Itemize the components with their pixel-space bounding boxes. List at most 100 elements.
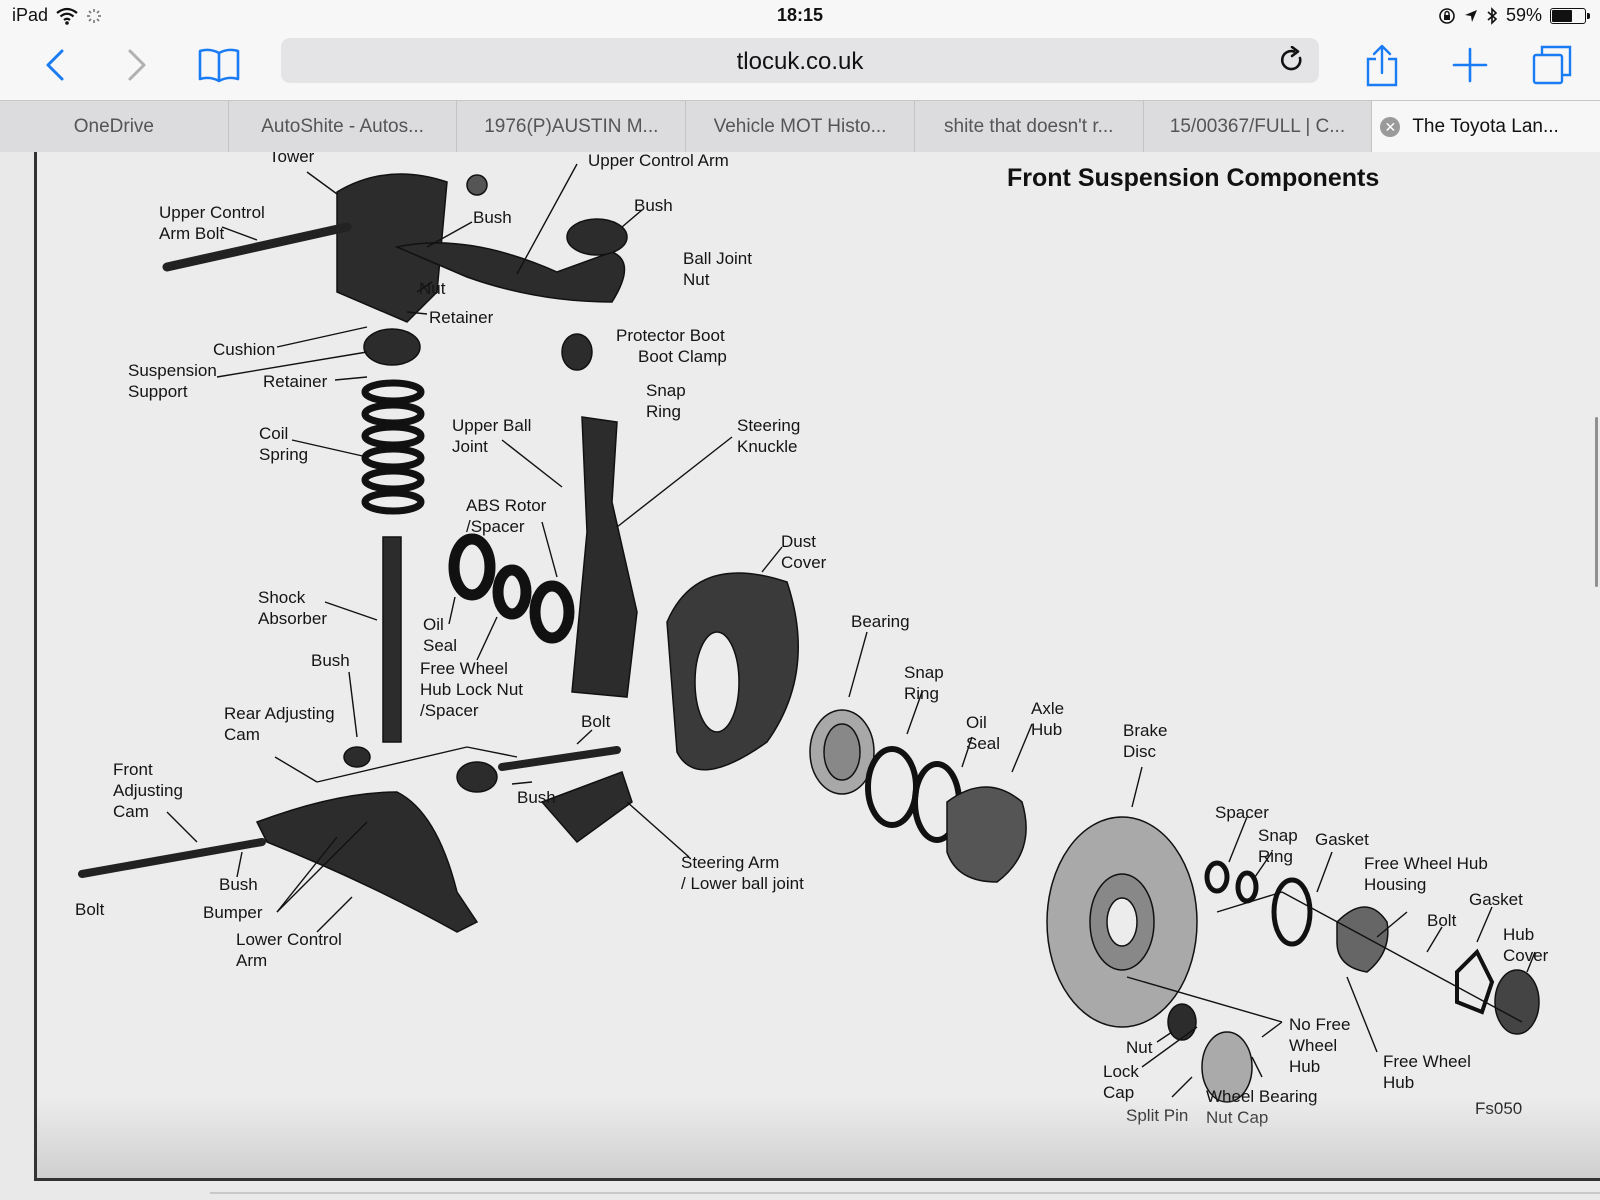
- label-snap-ring: Snap Ring: [646, 381, 686, 421]
- label-spacer: Spacer: [1215, 803, 1269, 822]
- label-wheel-bearing-nut-cap: Wheel Bearing Nut Cap: [1206, 1087, 1318, 1127]
- browser-toolbar: tlocuk.co.uk: [0, 32, 1600, 100]
- reload-button[interactable]: [1279, 45, 1305, 79]
- label-oil-seal: Oil Seal: [966, 713, 1001, 753]
- tab-austin[interactable]: 1976(P)AUSTIN M...: [457, 101, 687, 152]
- label-bearing: Bearing: [851, 612, 910, 631]
- label-nut: Nut: [419, 279, 446, 298]
- status-bar: iPad 18:15 59%: [0, 0, 1600, 32]
- tabs-icon: [1532, 45, 1572, 85]
- label-protector-boot: Protector Boot: [616, 326, 725, 345]
- front-adjusting-cam-bolt-part: [78, 838, 266, 878]
- label-bush: Bush: [634, 196, 673, 215]
- label-snap-ring: Snap Ring: [904, 663, 944, 703]
- diagram-title: Front Suspension Components: [1007, 164, 1380, 192]
- page-divider: [210, 1192, 1600, 1194]
- label-upper-control-arm-bolt: Upper Control Arm Bolt: [159, 203, 265, 243]
- label-dust-cover: Dust Cover: [781, 532, 827, 572]
- label-nut: Nut: [1126, 1038, 1153, 1057]
- label-bolt: Bolt: [1427, 911, 1457, 930]
- label-lower-control-arm: Lower Control Arm: [236, 930, 342, 970]
- gasket-part: [1455, 948, 1495, 1015]
- label-split-pin: Split Pin: [1126, 1106, 1189, 1125]
- share-button[interactable]: [1364, 40, 1400, 90]
- battery-percent: 59%: [1505, 5, 1542, 25]
- label-tower: Tower: [269, 152, 315, 166]
- label-front-adjusting-cam: Front Adjusting Cam: [113, 760, 183, 821]
- lower-control-arm-part: [255, 791, 479, 933]
- diagram-sheet: Front Suspension Components Tower Upper …: [34, 152, 1600, 1181]
- forward-icon: [128, 49, 146, 81]
- new-tab-icon: [1452, 47, 1488, 83]
- tower-part: [336, 173, 448, 323]
- bookmarks-button[interactable]: [196, 40, 242, 90]
- axle-hub-part: [946, 786, 1027, 883]
- tab-shite[interactable]: shite that doesn't r...: [915, 101, 1144, 152]
- page-content: Front Suspension Components Tower Upper …: [0, 152, 1600, 1200]
- label-shock-absorber: Shock Absorber: [258, 588, 327, 628]
- device-name: iPad: [12, 5, 49, 25]
- close-tab-icon[interactable]: ✕: [1380, 116, 1401, 137]
- label-axle-hub: Axle Hub: [1031, 699, 1065, 739]
- label-bolt: Bolt: [581, 712, 611, 731]
- label-bush: Bush: [517, 788, 556, 807]
- label-upper-ball-joint: Upper Ball Joint: [452, 416, 532, 456]
- forward-button[interactable]: [120, 40, 154, 90]
- steering-knuckle-part: [571, 416, 638, 698]
- back-button[interactable]: [38, 40, 72, 90]
- bluetooth-icon: [1487, 6, 1498, 25]
- suspension-support-part: [363, 328, 421, 366]
- label-hub-cover: Hub Cover: [1503, 925, 1549, 965]
- shock-absorber-part: [382, 536, 402, 743]
- label-ball-joint-nut: Ball Joint Nut: [683, 249, 752, 289]
- label-upper-control-arm: Upper Control Arm: [588, 152, 729, 170]
- label-suspension-support: Suspension Support: [128, 361, 217, 401]
- scrollbar-thumb[interactable]: [1595, 417, 1598, 587]
- diagram-code: Fs050: [1475, 1099, 1523, 1118]
- upper-control-arm-bolt-part: [162, 222, 352, 272]
- tab-label: The Toyota Lan...: [1412, 115, 1559, 137]
- tab-strip: OneDrive AutoShite - Autos... 1976(P)AUS…: [0, 100, 1600, 153]
- tab-autoshite[interactable]: AutoShite - Autos...: [229, 101, 458, 152]
- steering-arm-part: [540, 771, 633, 844]
- label-gasket: Gasket: [1469, 890, 1523, 909]
- label-coil-spring: Coil Spring: [259, 424, 309, 464]
- suspension-diagram-drawing: [78, 163, 1540, 1103]
- tab-planning[interactable]: 15/00367/FULL | C...: [1144, 101, 1373, 152]
- label-snap-ring: Snap Ring: [1258, 826, 1298, 866]
- tab-toyota-active[interactable]: ✕ The Toyota Lan...: [1372, 101, 1600, 152]
- label-brake-disc: Brake Disc: [1123, 721, 1168, 761]
- share-icon: [1366, 44, 1398, 87]
- url-text: tlocuk.co.uk: [736, 48, 864, 75]
- bookmarks-icon: [198, 48, 240, 83]
- label-free-wheel-hub-lock-nut: Free Wheel Hub Lock Nut /Spacer: [420, 659, 523, 720]
- label-steering-knuckle: Steering Knuckle: [737, 416, 801, 456]
- label-retainer: Retainer: [429, 308, 494, 327]
- tabs-overview-button[interactable]: [1532, 40, 1572, 90]
- label-no-free-wheel-hub: No Free Wheel Hub: [1289, 1015, 1351, 1076]
- rotation-lock-icon: [1439, 7, 1455, 24]
- label-oil-seal: Oil Seal: [423, 615, 458, 655]
- free-wheel-hub-housing-part: [1336, 906, 1389, 973]
- location-icon: [1464, 9, 1477, 22]
- new-tab-button[interactable]: [1450, 40, 1490, 90]
- tab-label: Vehicle MOT Histo...: [713, 115, 887, 137]
- upper-control-arm-part: [394, 242, 626, 303]
- tab-mot-history[interactable]: Vehicle MOT Histo...: [686, 101, 915, 152]
- label-retainer: Retainer: [263, 372, 328, 391]
- label-free-wheel-hub-housing: Free Wheel Hub Housing: [1364, 854, 1488, 894]
- tab-label: AutoShite - Autos...: [261, 115, 424, 137]
- activity-spinner-icon: [87, 8, 102, 23]
- label-free-wheel-hub: Free Wheel Hub: [1383, 1052, 1471, 1092]
- hub-cover-part: [1494, 969, 1540, 1035]
- clock: 18:15: [776, 5, 824, 25]
- address-bar[interactable]: tlocuk.co.uk: [281, 38, 1319, 83]
- label-cushion: Cushion: [213, 340, 276, 359]
- label-steering-arm: Steering Arm / Lower ball joint: [681, 853, 804, 893]
- label-bush: Bush: [473, 208, 512, 227]
- tab-onedrive[interactable]: OneDrive: [0, 101, 229, 152]
- label-lock-cap: Lock Cap: [1103, 1062, 1139, 1102]
- label-abs-rotor: ABS Rotor /Spacer: [466, 496, 547, 536]
- tab-label: 15/00367/FULL | C...: [1169, 115, 1346, 137]
- label-bush: Bush: [311, 651, 350, 670]
